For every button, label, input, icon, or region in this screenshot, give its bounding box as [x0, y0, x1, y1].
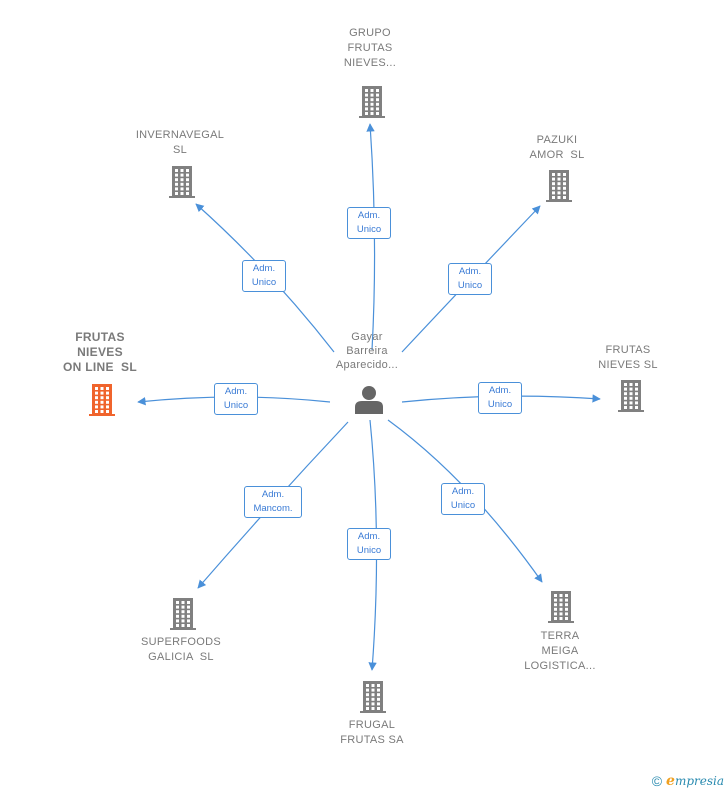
label-line: Aparecido...: [335, 359, 399, 371]
label-line: MEIGA: [541, 644, 579, 657]
relation-badge[interactable]: Adm. Unico: [347, 528, 391, 560]
building-icon[interactable]: [170, 598, 196, 630]
company-label-terra-meiga-logistica[interactable]: TERRA MEIGA LOGISTICA...: [500, 629, 620, 674]
company-label-superfoods-galicia[interactable]: SUPERFOODS GALICIA SL: [121, 635, 241, 665]
label-line: Gayar: [351, 331, 383, 343]
label-line: Unico: [450, 500, 476, 511]
label-line: AMOR SL: [529, 149, 585, 161]
label-line: Adm.: [224, 386, 248, 397]
label-line: PAZUKI: [536, 134, 578, 146]
company-label-pazuki-amor[interactable]: PAZUKI AMOR SL: [497, 133, 617, 163]
label-line: INVERNAVEGAL: [135, 129, 225, 141]
company-label-frugal-frutas[interactable]: FRUGAL FRUTAS SA: [312, 718, 432, 748]
building-icon[interactable]: [546, 170, 572, 202]
label-line: TERRA: [540, 629, 580, 642]
label-line: NIEVES SL: [598, 359, 658, 371]
label-line: Barreira: [346, 345, 388, 357]
label-line: Unico: [487, 399, 513, 410]
relation-badge[interactable]: Adm. Unico: [448, 263, 492, 295]
building-icon[interactable]: [359, 86, 385, 118]
relation-badge[interactable]: Adm. Unico: [441, 483, 485, 515]
label-line: Unico: [223, 400, 249, 411]
copyright-icon: ©: [651, 773, 663, 789]
person-icon[interactable]: [355, 386, 383, 414]
label-line: FRUTAS SA: [340, 734, 404, 746]
empresia-logo[interactable]: empresia: [666, 773, 724, 789]
label-line: ON LINE SL: [63, 359, 137, 374]
label-line: Adm.: [488, 385, 512, 396]
label-line: Unico: [356, 545, 382, 556]
label-line: FRUGAL: [348, 719, 396, 731]
label-line: SL: [172, 144, 188, 156]
label-line: GRUPO: [349, 26, 391, 39]
label-line: Adm.: [458, 266, 482, 277]
label-line: Adm.: [451, 486, 475, 497]
label-line: LOGISTICA...: [524, 659, 596, 672]
label-line: FRUTAS: [605, 344, 651, 356]
relation-badge[interactable]: Adm. Unico: [347, 207, 391, 239]
label-line: FRUTAS: [347, 41, 393, 54]
relation-badge[interactable]: Adm. Unico: [214, 383, 258, 415]
building-icon[interactable]: [618, 380, 644, 412]
company-label-grupo-frutas-nieves[interactable]: GRUPO FRUTAS NIEVES...: [310, 26, 430, 71]
label-line: Unico: [457, 280, 483, 291]
label-line: GALICIA SL: [148, 651, 214, 663]
relation-badge[interactable]: Adm. Unico: [478, 382, 522, 414]
label-line: SUPERFOODS: [140, 636, 221, 648]
label-line: Unico: [356, 224, 382, 235]
label-line: NIEVES: [77, 344, 123, 359]
label-line: Adm.: [357, 210, 381, 221]
relation-badge[interactable]: Adm. Unico: [242, 260, 286, 292]
label-line: NIEVES...: [343, 56, 397, 69]
label-line: Unico: [251, 277, 277, 288]
label-line: Adm.: [252, 263, 276, 274]
building-icon[interactable]: [169, 166, 195, 198]
building-icon[interactable]: [89, 384, 115, 416]
building-icon[interactable]: [548, 591, 574, 623]
label-line: FRUTAS: [75, 329, 125, 344]
relation-badge[interactable]: Adm. Mancom.: [244, 486, 302, 518]
label-line: Adm.: [357, 531, 381, 542]
company-label-frutas-nieves[interactable]: FRUTAS NIEVES SL: [568, 343, 688, 373]
label-line: Mancom.: [253, 503, 293, 514]
label-line: Adm.: [261, 489, 285, 500]
building-icon[interactable]: [360, 681, 386, 713]
footer-brand: © empresia: [652, 773, 724, 789]
company-label-invernavegal[interactable]: INVERNAVEGAL SL: [120, 128, 240, 158]
